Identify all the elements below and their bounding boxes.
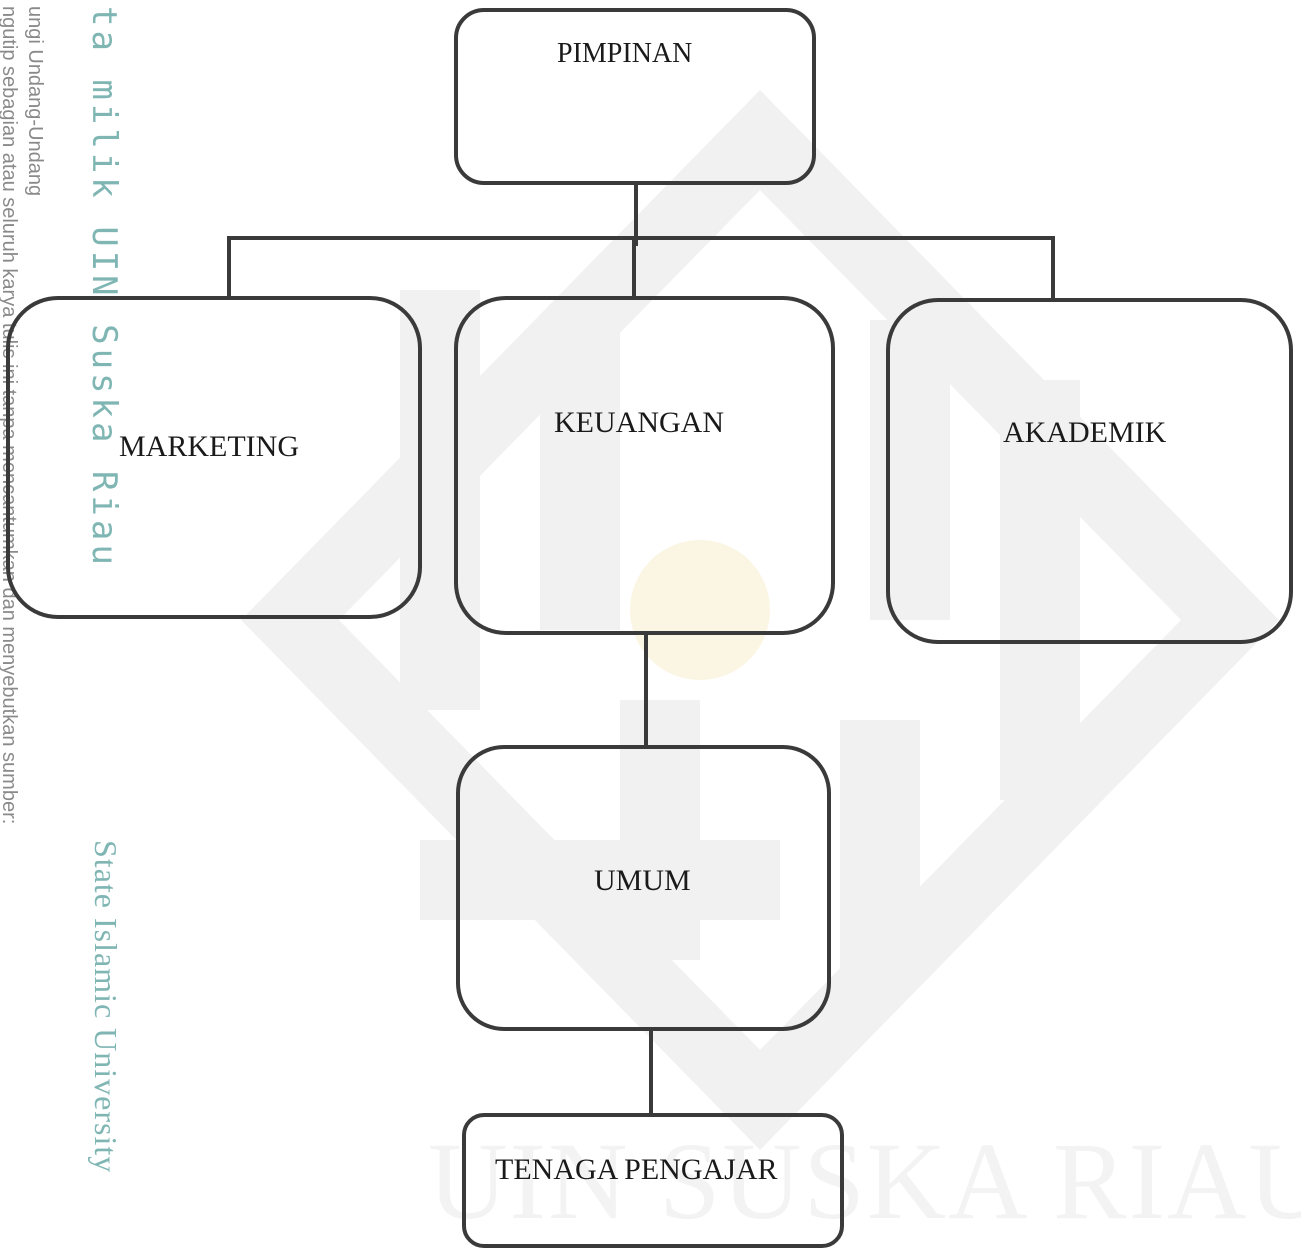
node-akademik bbox=[886, 298, 1293, 644]
node-umum bbox=[456, 745, 831, 1031]
label-akademik: AKADEMIK bbox=[1003, 416, 1167, 449]
label-tenaga-pengajar: TENAGA PENGAJAR bbox=[495, 1153, 778, 1186]
node-marketing bbox=[6, 296, 422, 619]
label-keuangan: KEUANGAN bbox=[554, 406, 724, 439]
watermark-bottom-text: UIN SUSKA RIAU bbox=[428, 1120, 1301, 1242]
label-pimpinan: PIMPINAN bbox=[557, 38, 693, 69]
label-umum: UMUM bbox=[594, 864, 691, 897]
node-keuangan bbox=[454, 296, 835, 635]
label-marketing: MARKETING bbox=[119, 430, 299, 463]
node-pimpinan bbox=[454, 8, 816, 185]
